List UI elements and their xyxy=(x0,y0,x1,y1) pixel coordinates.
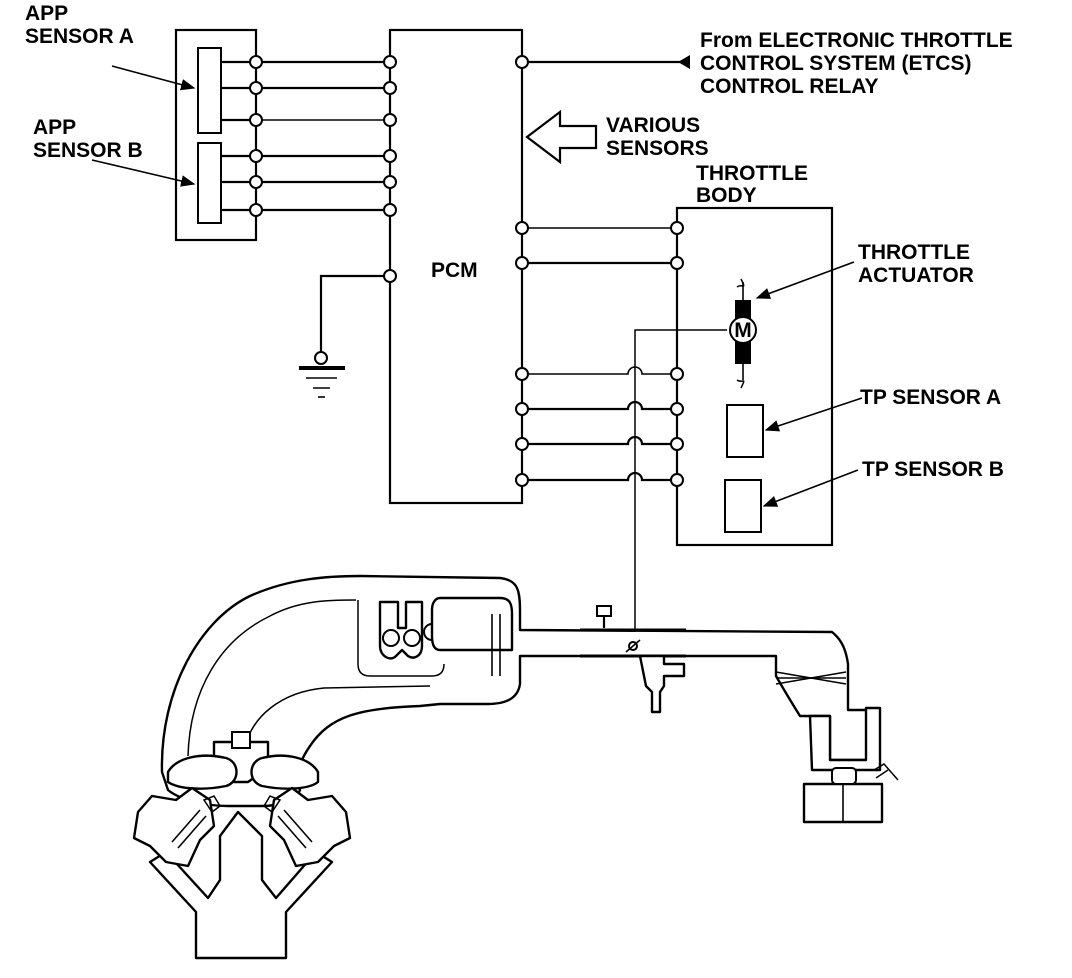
tp-sensor-b-element xyxy=(724,479,762,533)
motor-icon xyxy=(729,316,757,344)
pcm-to-throttle-wires xyxy=(522,227,677,482)
actuator-linkage xyxy=(634,329,727,642)
ground-symbol xyxy=(299,274,390,398)
app-sensor-b-element xyxy=(197,142,222,224)
various-sensors-label: VARIOUS SENSORS xyxy=(606,114,709,160)
tp-sensor-b-label: TP SENSOR B xyxy=(862,458,1004,481)
various-sensors-arrow xyxy=(525,109,598,165)
app-sensor-a-element xyxy=(197,47,222,134)
app-sensor-b-label: APP SENSOR B xyxy=(33,116,143,162)
connector-terminals xyxy=(249,55,684,487)
tp-sensor-a-element xyxy=(726,404,764,458)
throttle-actuator: M xyxy=(729,278,757,389)
app-sensor-a-label: APP SENSOR A xyxy=(25,2,134,48)
motor-symbol: M xyxy=(734,319,752,342)
app-to-pcm-wires xyxy=(256,60,390,212)
etcs-relay-arrow xyxy=(678,55,690,69)
app-sensor-assembly xyxy=(174,28,258,242)
engine-intake-illustration xyxy=(132,574,899,960)
throttle-actuator-label: THROTTLE ACTUATOR xyxy=(858,241,976,287)
leader-arrows xyxy=(91,65,863,507)
throttle-body-label: THROTTLE BODY xyxy=(696,162,814,207)
tp-sensor-a-label: TP SENSOR A xyxy=(860,386,1001,409)
etcs-relay-label: From ELECTRONIC THROTTLE CONTROL SYSTEM … xyxy=(700,29,1019,98)
pcm-label: PCM xyxy=(431,259,478,282)
